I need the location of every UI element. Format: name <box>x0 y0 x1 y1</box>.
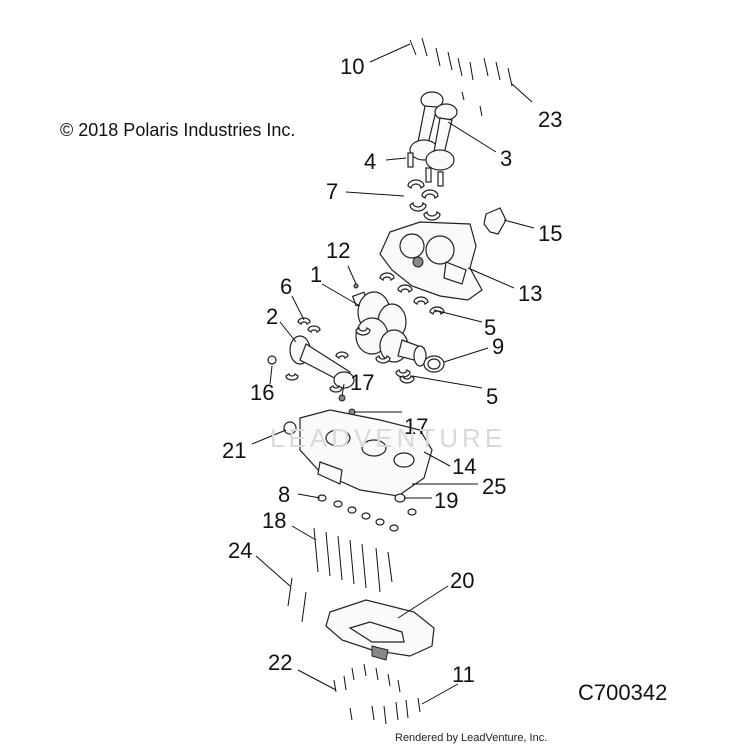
callout-17: 17 <box>350 370 374 395</box>
diagram-code: C700342 <box>578 680 668 705</box>
watermark: LEADVENTURE <box>270 423 507 453</box>
upper-crankcase <box>379 221 483 301</box>
callout-11: 11 <box>452 662 475 687</box>
callout-4: 4 <box>364 149 376 174</box>
oil-seal <box>423 355 445 373</box>
callout-5: 5 <box>484 315 496 340</box>
callout-14: 14 <box>452 454 476 479</box>
callout-18: 18 <box>262 508 286 533</box>
pin-12 <box>353 283 359 289</box>
callout-5-b: 5 <box>486 384 498 409</box>
callout-10: 10 <box>340 54 364 79</box>
callout-1: 1 <box>310 262 322 287</box>
callout-15: 15 <box>538 221 562 246</box>
callout-25: 25 <box>482 474 506 499</box>
lower-crankcase <box>299 409 433 497</box>
rod-bearings <box>407 179 441 221</box>
callout-7: 7 <box>326 179 338 204</box>
balance-shaft-bearings <box>285 317 349 393</box>
callout-17-b: 17 <box>404 414 428 439</box>
callout-23: 23 <box>538 107 562 132</box>
callout-2: 2 <box>266 304 278 329</box>
balance-shaft <box>289 335 355 389</box>
bolt-set-top <box>409 37 513 117</box>
render-credit: Rendered by LeadVenture, Inc. <box>395 732 548 744</box>
callout-9: 9 <box>492 334 504 359</box>
callout-22: 22 <box>268 650 292 675</box>
plug-16 <box>267 355 277 365</box>
callout-24: 24 <box>228 538 252 563</box>
rod-studs <box>407 152 444 187</box>
callout-8: 8 <box>278 482 290 507</box>
callout-13: 13 <box>518 281 542 306</box>
copyright-notice: © 2018 Polaris Industries Inc. <box>60 120 296 140</box>
crankcase-bolts <box>287 527 393 623</box>
callout-12: 12 <box>326 238 350 263</box>
crankshaft <box>351 291 427 367</box>
callout-21: 21 <box>222 438 246 463</box>
oil-pan <box>325 599 435 661</box>
plug-21 <box>283 421 297 435</box>
callout-3: 3 <box>500 146 512 171</box>
callout-6: 6 <box>280 274 292 299</box>
callout-20: 20 <box>450 568 474 593</box>
callout-labels: 10 23 3 4 7 15 12 13 1 6 2 5 9 16 17 5 1… <box>222 54 562 687</box>
washers <box>317 493 417 532</box>
callout-16: 16 <box>250 380 274 405</box>
callout-leaders <box>251 43 535 705</box>
bracket <box>483 207 507 235</box>
callout-19: 19 <box>434 488 458 513</box>
connecting-rods <box>409 91 458 171</box>
oil-pan-bolts <box>333 663 421 725</box>
